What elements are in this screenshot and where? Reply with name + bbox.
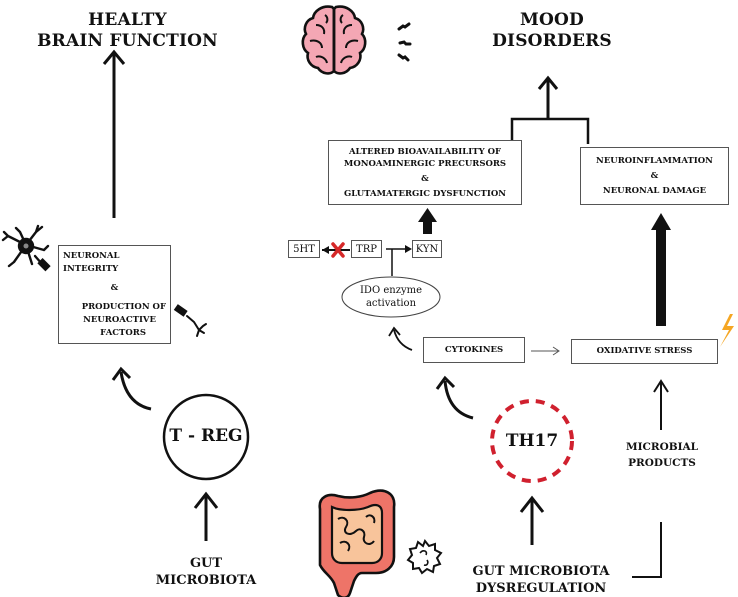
virus-icon (406, 539, 443, 575)
curved-arrow-treg-to-neuronal (111, 366, 152, 411)
arrow-cytokines-to-oxidative (531, 346, 560, 356)
arrow-to-mood-disorders (510, 75, 590, 144)
5ht-box: 5HT (288, 240, 320, 258)
thick-arrow-kyn-to-altered (418, 208, 437, 234)
kyn-box: KYN (412, 240, 442, 258)
ido-enzyme-ellipse (341, 276, 441, 318)
gut-microbiota-dysregulation-label: GUT MICROBIOTA DYSREGULATION (472, 564, 610, 596)
arrow-trp-to-kyn (386, 245, 412, 276)
lightning-icon (720, 314, 734, 347)
treg-label: T - REG (169, 426, 243, 446)
arrow-dysregulation-to-th17 (519, 495, 545, 545)
microbial-products-label: MICROBIAL PRODUCTS (625, 441, 699, 469)
neuron-icon (1, 224, 51, 272)
neuroinflammation-box: NEUROINFLAMMATION & NEURONAL DAMAGE (580, 147, 729, 205)
gut-microbiota-label: GUT MICROBIOTA (155, 556, 257, 588)
th17-label: TH17 (505, 431, 559, 451)
mood-disorders-title: MOOD DISORDERS (492, 10, 612, 51)
treg-circle (162, 393, 250, 481)
cytokines-box: CYTOKINES (423, 337, 525, 363)
th17-circle (490, 399, 574, 483)
brain-icon (301, 5, 367, 75)
thick-arrow-oxidative-to-neuroinflammation (651, 213, 671, 326)
neuronal-integrity-box: NEURONAL INTEGRITY & PRODUCTION OF NEURO… (58, 245, 171, 344)
arrow-to-healthy-brain (102, 49, 126, 218)
microbial-products-connector (632, 379, 669, 578)
oxidative-stress-box: OXIDATIVE STRESS (571, 339, 718, 364)
intestine-icon (318, 489, 396, 597)
trp-box: TRP (351, 240, 382, 258)
arrow-gut-to-treg (193, 491, 219, 541)
axon-terminal-icon (173, 304, 207, 337)
altered-bioavailability-box: ALTERED BIOAVAILABILITY OF MONOAMINERGIC… (328, 140, 522, 205)
healthy-brain-function-title: HEALTY BRAIN FUNCTION (37, 10, 218, 51)
block-x-icon (331, 242, 345, 258)
bacteria-icon (397, 22, 412, 62)
ido-enzyme-label: IDO enzyme activation (359, 285, 423, 309)
curved-arrow-th17-to-cytokines (435, 375, 474, 420)
curved-arrow-cytokines-to-ido (388, 326, 413, 351)
